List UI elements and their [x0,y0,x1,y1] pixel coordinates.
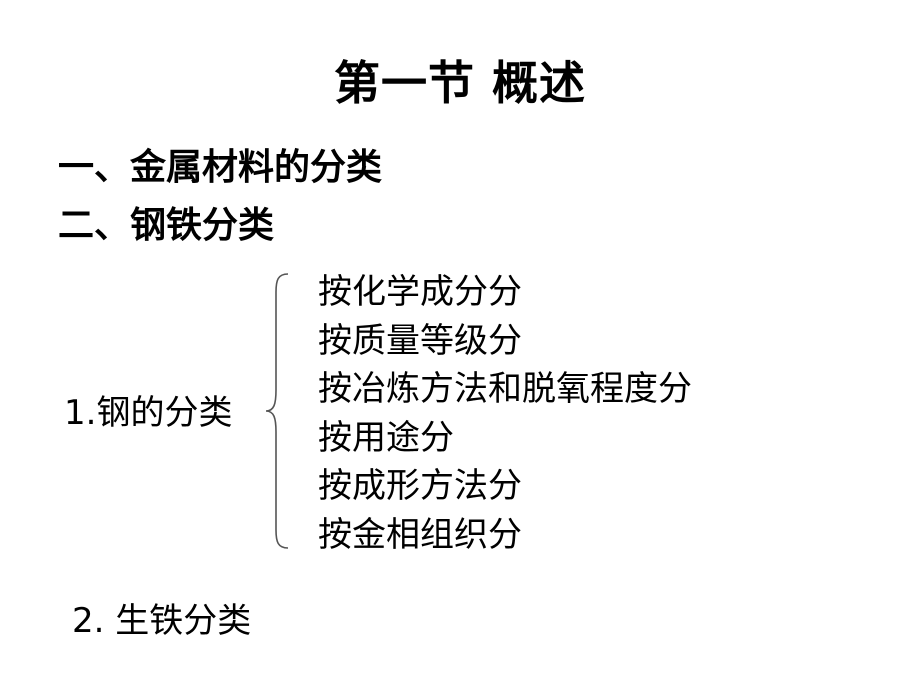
curly-brace-icon [265,273,289,549]
list-item-smelting-deoxidation: 按冶炼方法和脱氧程度分 [318,369,692,409]
list-item-quality-grade: 按质量等级分 [318,320,522,361]
list-item-chemical-composition: 按化学成分分 [318,272,522,312]
pig-iron-classification-label: 2. 生铁分类 [72,601,252,641]
heading-steel-iron-classification: 二、钢铁分类 [58,205,275,246]
steel-classification-label: 1.钢的分类 [64,393,233,433]
list-item-forming-method: 按成形方法分 [318,466,522,506]
list-item-metallographic-structure: 按金相组织分 [318,514,522,555]
heading-metal-materials-classification: 一、金属材料的分类 [58,147,383,188]
slide-title: 第一节 概述 [333,56,586,110]
list-item-usage: 按用途分 [318,417,454,458]
steel-classification-list: 按化学成分分 按质量等级分 按冶炼方法和脱氧程度分 按用途分 按成形方法分 按金… [318,268,692,559]
